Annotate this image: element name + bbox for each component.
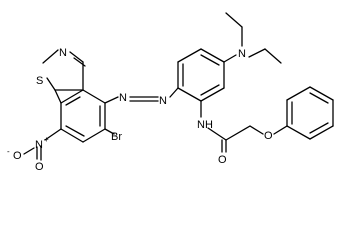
bond-ethyl2-ch3	[264, 48, 282, 64]
atom-ring-n: N	[59, 47, 67, 59]
atom-nitro-o-left: O	[13, 150, 22, 162]
bond-cc-cd-double	[200, 54, 220, 66]
nitro-n-charge: +	[44, 135, 49, 144]
bond-ce-cf-double	[200, 84, 220, 96]
bond-c3a-c4	[82, 89, 106, 104]
phenyl-ring	[286, 86, 334, 140]
bond-cb-cc	[177, 48, 202, 63]
bond-n-s	[42, 49, 59, 64]
bond-c-ch2	[225, 125, 251, 141]
atom-nitro-o-top: O	[35, 161, 44, 173]
bond-amine-ethyl2	[248, 48, 266, 58]
bond-ethyl1-ch3	[225, 12, 243, 28]
benzo-ring	[54, 89, 106, 143]
bond-ring-amine	[223, 54, 237, 63]
bond-c7a-link	[54, 89, 62, 104]
atom-azo-n2: N	[159, 95, 167, 107]
atom-nitro-n: N	[35, 139, 43, 151]
atom-amide-h: H	[205, 119, 213, 131]
bond-ce-cf	[200, 87, 225, 102]
bond-c7-nitro	[44, 128, 62, 141]
bond-c4-azo	[104, 96, 119, 104]
bond-amide-n-c	[207, 127, 227, 141]
bond-nitro-o-left	[23, 147, 35, 155]
bond-ph5-double	[309, 122, 329, 134]
bond-ph3-double	[309, 92, 329, 104]
bond-n-c3	[69, 51, 84, 63]
atom-ether-o: O	[264, 130, 273, 142]
molecule-diagram: N S N N Br N + O O - N N H O O	[7, 12, 334, 173]
bond-cc-cd	[200, 48, 225, 63]
bond-azo-ring	[169, 87, 179, 98]
bond-c6-c7-double	[65, 125, 85, 137]
bond-c7a-c3a-inner	[60, 89, 84, 104]
bond-c7a-c3a-double	[65, 96, 81, 106]
nitro-o-charge: -	[7, 147, 10, 156]
atom-carbonyl-o: O	[218, 154, 227, 166]
structure-drawing: N S N N Br N + O O - N N H O O	[7, 12, 334, 173]
bond-ph3	[309, 86, 334, 101]
atom-ring-s: S	[36, 75, 43, 87]
bond-o-phenyl	[273, 125, 288, 135]
atom-amine-n: N	[238, 48, 246, 60]
atom-bromo: Br	[111, 131, 122, 143]
bond-c6-c7	[60, 128, 84, 143]
bond-ph2	[286, 86, 311, 101]
bond-ph5	[309, 125, 334, 140]
bond-ch2-o	[249, 125, 264, 135]
atom-azo-n1: N	[119, 92, 127, 104]
atom-amide-n: N	[197, 119, 205, 131]
bond-c7a-s	[46, 77, 56, 91]
central-ring	[177, 48, 225, 102]
bond-ph6	[286, 125, 311, 140]
isothiazole-ring	[42, 49, 86, 91]
bond-c5-br	[104, 128, 115, 135]
bond-cf-ca	[177, 87, 202, 102]
bond-c5-c6	[82, 128, 106, 143]
